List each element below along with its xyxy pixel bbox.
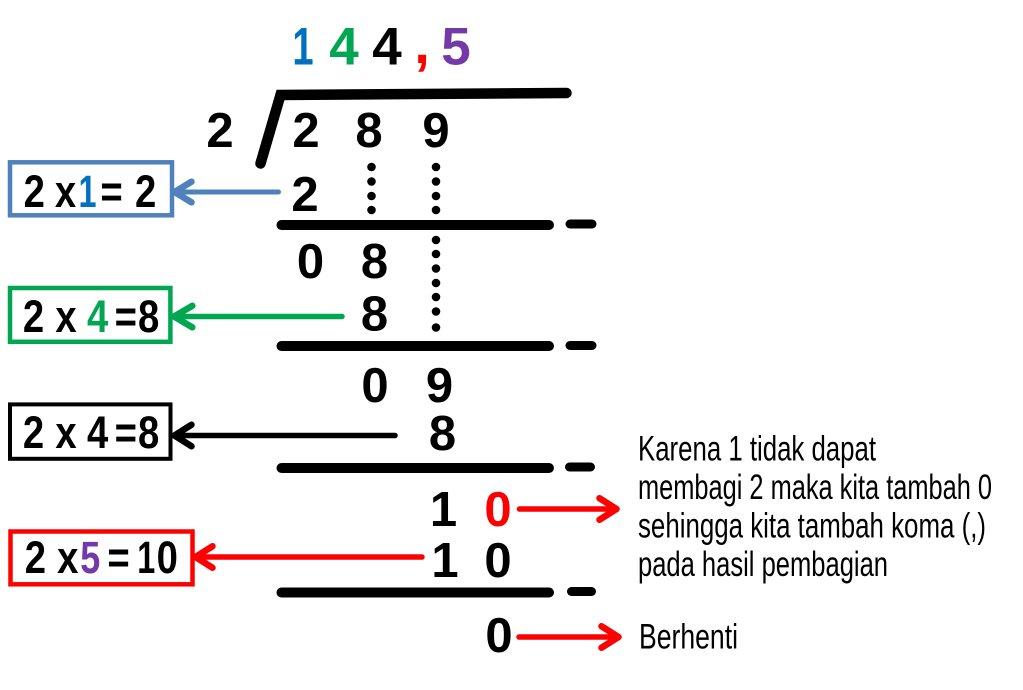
svg-text:0: 0 (485, 609, 512, 663)
svg-text:2: 2 (135, 166, 156, 217)
svg-text:=: = (100, 166, 122, 217)
svg-text:=: = (115, 407, 137, 458)
svg-text:1: 1 (137, 534, 155, 583)
svg-text:2: 2 (25, 532, 46, 583)
svg-text:4: 4 (87, 291, 108, 342)
svg-text:,: , (414, 12, 430, 75)
svg-text:0: 0 (297, 235, 324, 289)
svg-text:0: 0 (361, 359, 388, 413)
svg-text:=: = (107, 532, 129, 583)
svg-text:2: 2 (24, 166, 45, 217)
svg-text:1: 1 (78, 168, 96, 217)
svg-text:2: 2 (291, 168, 318, 222)
svg-text:8: 8 (361, 288, 388, 342)
svg-text:membagi 2 maka kita tambah 0: membagi 2 maka kita tambah 0 (638, 468, 992, 507)
svg-text:x: x (55, 291, 76, 342)
svg-text:pada hasil pembagian: pada hasil pembagian (638, 545, 888, 584)
svg-text:x: x (55, 166, 76, 217)
svg-text:4: 4 (329, 18, 359, 77)
svg-text:8: 8 (429, 407, 456, 461)
svg-text:8: 8 (361, 235, 388, 289)
svg-text:4: 4 (372, 18, 402, 77)
svg-text:8: 8 (355, 104, 382, 158)
svg-text:2: 2 (23, 407, 44, 458)
svg-text:x: x (55, 407, 76, 458)
svg-text:=: = (115, 291, 137, 342)
svg-text:4: 4 (87, 407, 108, 458)
svg-text:5: 5 (80, 532, 100, 583)
svg-text:1: 1 (292, 16, 313, 76)
svg-text:8: 8 (138, 291, 159, 342)
svg-text:9: 9 (426, 359, 453, 413)
svg-text:1: 1 (431, 534, 458, 588)
svg-text:x: x (57, 532, 78, 583)
svg-text:1: 1 (430, 483, 457, 537)
svg-text:0: 0 (484, 483, 511, 537)
svg-text:0: 0 (157, 532, 178, 583)
svg-text:sehingga kita tambah koma (,): sehingga kita tambah koma (,) (638, 507, 986, 546)
svg-text:Karena 1 tidak dapat: Karena 1 tidak dapat (638, 430, 876, 469)
svg-text:2: 2 (206, 104, 233, 158)
svg-text:2: 2 (292, 104, 319, 158)
svg-text:2: 2 (23, 291, 44, 342)
svg-text:8: 8 (138, 407, 159, 458)
svg-text:0: 0 (484, 534, 511, 588)
svg-text:9: 9 (422, 104, 449, 158)
svg-text:5: 5 (441, 18, 470, 77)
svg-text:Berhenti: Berhenti (639, 618, 738, 657)
